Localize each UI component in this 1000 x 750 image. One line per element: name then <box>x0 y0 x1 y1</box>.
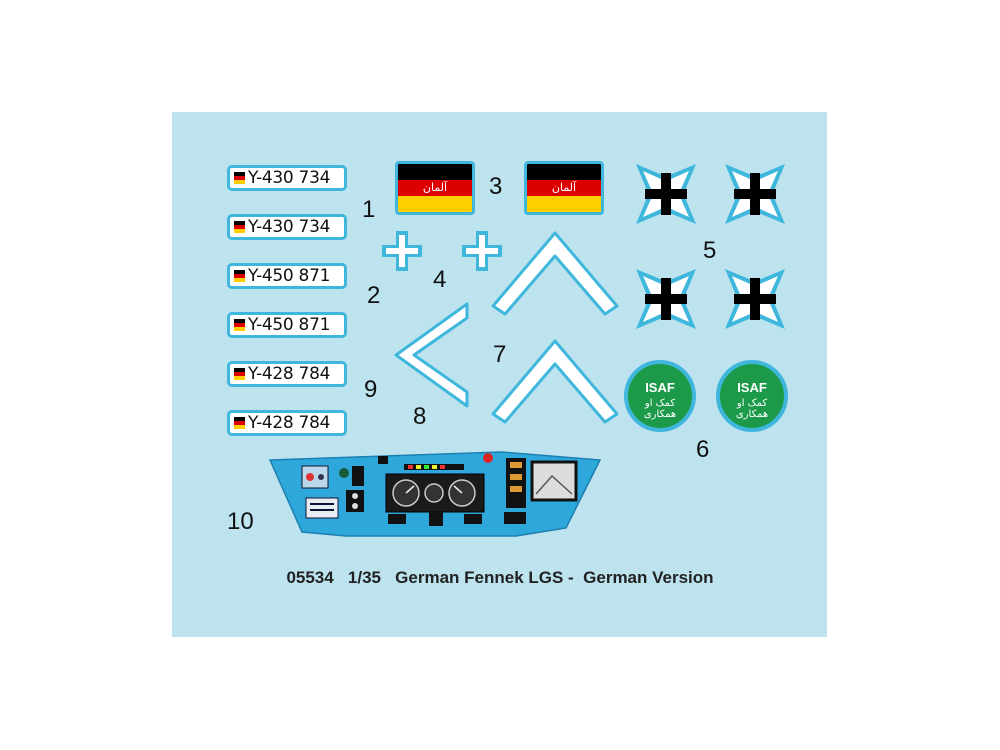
plate-text: Y-450 871 <box>248 266 331 286</box>
plate-text: Y-430 734 <box>248 168 331 188</box>
product-caption: 05534 1/35 German Fennek LGS - German Ve… <box>0 568 1000 588</box>
instrument-panel-decal <box>268 451 602 537</box>
decal-number: 6 <box>696 436 710 463</box>
decal-number: 3 <box>489 173 503 200</box>
isaf-badge-decal: ISAF کمک او همکاری <box>624 360 696 432</box>
chevron-left-decal <box>394 302 469 408</box>
flag-arabic-text: آلمان <box>422 181 448 194</box>
flag-arabic-text: آلمان <box>551 181 577 194</box>
german-flag-icon <box>234 270 245 282</box>
german-flag-icon <box>234 221 245 233</box>
chevron-up-decal <box>491 339 619 424</box>
license-plate-decal: Y-450 871 <box>227 263 347 289</box>
white-cross-icon <box>382 231 422 271</box>
isaf-arabic-text: کمک او همکاری <box>735 398 769 420</box>
decal-number: 8 <box>413 403 427 430</box>
isaf-badge-decal: ISAF کمک او همکاری <box>716 360 788 432</box>
iron-cross-icon <box>725 164 785 224</box>
decal-number: 10 <box>227 508 254 535</box>
german-flag-icon <box>234 172 245 184</box>
plate-text: Y-428 784 <box>248 364 331 384</box>
license-plate-decal: Y-430 734 <box>227 214 347 240</box>
chevron-up-decal <box>491 231 619 316</box>
license-plate-decal: Y-430 734 <box>227 165 347 191</box>
german-flag-icon <box>234 319 245 331</box>
product-scale: 1/35 <box>347 568 381 587</box>
decal-number: 4 <box>433 266 447 293</box>
iron-cross-icon <box>636 269 696 329</box>
license-plate-decal: Y-428 784 <box>227 410 347 436</box>
product-title: German Fennek LGS - German Version <box>395 568 714 587</box>
license-plate-decal: Y-450 871 <box>227 312 347 338</box>
german-flag-icon <box>234 417 245 429</box>
isaf-label: ISAF <box>645 380 675 395</box>
decal-number: 9 <box>364 376 378 403</box>
decal-number: 1 <box>362 196 376 223</box>
plate-text: Y-430 734 <box>248 217 331 237</box>
decal-number: 7 <box>493 341 507 368</box>
isaf-label: ISAF <box>737 380 767 395</box>
iron-cross-icon <box>725 269 785 329</box>
isaf-arabic-text: کمک او همکاری <box>643 398 677 420</box>
decal-number: 2 <box>367 282 381 309</box>
product-code: 05534 <box>286 568 334 587</box>
white-cross-icon <box>462 231 502 271</box>
license-plate-decal: Y-428 784 <box>227 361 347 387</box>
plate-text: Y-428 784 <box>248 413 331 433</box>
german-flag-decal: آلمان <box>524 161 604 215</box>
german-flag-icon <box>234 368 245 380</box>
german-flag-decal: آلمان <box>395 161 475 215</box>
plate-text: Y-450 871 <box>248 315 331 335</box>
decal-number: 5 <box>703 237 717 264</box>
iron-cross-icon <box>636 164 696 224</box>
